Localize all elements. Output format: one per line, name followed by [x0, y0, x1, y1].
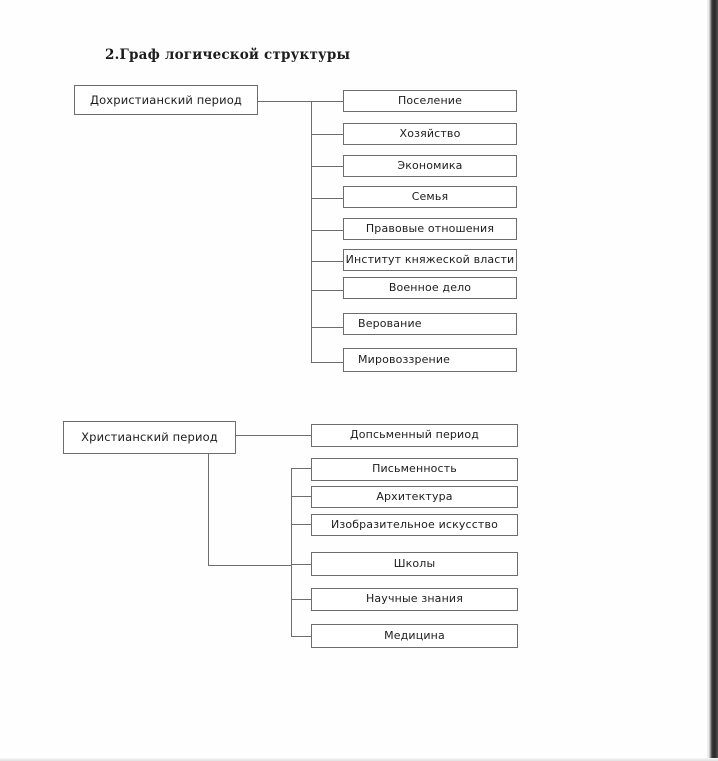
connector-stub-2 — [311, 134, 343, 135]
connector-root2-elbow — [208, 565, 292, 566]
node-label: Медицина — [384, 628, 445, 642]
node-mirovozzrenie[interactable]: Мировоззрение — [343, 348, 517, 372]
connector-stub-4 — [311, 198, 343, 199]
node-ekonomika[interactable]: Экономика — [343, 155, 517, 177]
node-izobrazitelnoe-iskusstvo[interactable]: Изобразительное искусство — [311, 514, 518, 536]
node-pravovye-otnosheniya[interactable]: Правовые отношения — [343, 218, 517, 240]
node-pismennost[interactable]: Письменность — [311, 458, 518, 481]
node-meditsina[interactable]: Медицина — [311, 624, 518, 648]
node-label: Школы — [393, 556, 436, 570]
connector-stub-5 — [311, 230, 343, 231]
node-label: Верование — [358, 316, 422, 330]
node-label: Хозяйство — [399, 126, 461, 140]
connector-stub-11 — [291, 496, 311, 497]
connector-stub-6 — [311, 261, 343, 262]
connector-stub-8 — [311, 327, 343, 328]
node-label: Допсьменный период — [350, 428, 479, 442]
page-title: 2.Граф логической структуры — [105, 47, 351, 63]
node-arhitektura[interactable]: Архитектура — [311, 486, 518, 508]
node-label: Военное дело — [388, 280, 472, 294]
node-dopismenniy-period[interactable]: Допсьменный период — [311, 424, 518, 447]
connector-root2-trunk — [291, 468, 292, 636]
connector-stub-1 — [311, 101, 343, 102]
node-label: Экономика — [397, 158, 463, 172]
node-institut-knyazheskoy-vlasti[interactable]: Институт княжеской власти — [343, 249, 517, 271]
node-root-christian[interactable]: Христианский период — [63, 421, 236, 454]
connector-stub-9 — [311, 362, 343, 363]
node-label: Поселение — [397, 93, 463, 107]
connector-stub-13 — [291, 564, 311, 565]
node-shkoly[interactable]: Школы — [311, 552, 518, 576]
node-semya[interactable]: Семья — [343, 186, 517, 208]
node-nauchnye-znaniya[interactable]: Научные знания — [311, 588, 518, 611]
node-hozyaystvo[interactable]: Хозяйство — [343, 123, 517, 145]
node-label: Мировоззрение — [358, 352, 451, 366]
node-label: Письменность — [372, 462, 457, 476]
scan-edge-artifact-bottom — [0, 758, 718, 761]
connector-stub-14 — [291, 599, 311, 600]
node-root-pre-christian[interactable]: Дохристианский период — [74, 85, 258, 115]
node-voennoe-delo[interactable]: Военное дело — [343, 277, 517, 299]
connector-stub-3 — [311, 166, 343, 167]
connector-root1-trunk — [311, 101, 312, 362]
node-verovanie[interactable]: Верование — [343, 313, 517, 335]
node-label: Христианский период — [81, 430, 218, 445]
scan-edge-artifact-right — [707, 0, 718, 761]
node-label: Правовые отношения — [365, 221, 495, 235]
node-label: Семья — [411, 189, 449, 203]
node-label: Изобразительное искусство — [330, 517, 498, 531]
node-label: Научные знания — [365, 592, 463, 606]
connector-stub-12 — [291, 524, 311, 525]
connector-stub-15 — [291, 636, 311, 637]
node-label: Дохристианский период — [89, 92, 243, 107]
connector-stub-7 — [311, 290, 343, 291]
node-label: Институт княжеской власти — [345, 252, 515, 266]
node-label: Архитектура — [376, 489, 453, 503]
connector-root2-drop — [208, 454, 209, 565]
connector-stub-10 — [291, 468, 311, 469]
connector-root2-direct — [236, 435, 311, 436]
node-poselenie[interactable]: Поселение — [343, 90, 517, 112]
connector-root1-out — [258, 101, 312, 102]
